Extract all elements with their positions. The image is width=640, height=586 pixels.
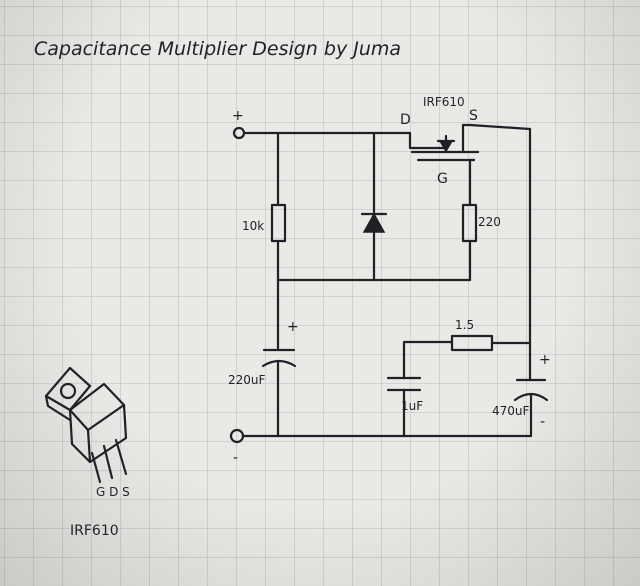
part-label: IRF610 [70, 523, 119, 539]
diagram-title: Capacitance Multiplier Design by Juma [34, 38, 401, 60]
resistor-1-5 [450, 334, 494, 352]
r3-left-wire [402, 340, 454, 380]
resistor-220 [461, 203, 478, 243]
drain-label: D [400, 112, 411, 128]
c3-plus-label: + [539, 352, 551, 368]
c3-minus-label: - [540, 414, 545, 430]
source-label: S [469, 108, 478, 124]
minus-label: - [233, 450, 238, 466]
r2-label: 220 [478, 215, 501, 229]
diode [360, 131, 388, 282]
input-terminal-negative [229, 428, 245, 444]
c3-label: 470uF [492, 404, 530, 418]
mosfet-label: IRF610 [423, 95, 465, 109]
c2-label: 1uF [401, 399, 423, 413]
drain-wire [408, 131, 447, 150]
r1-label: 10k [242, 219, 264, 233]
mosfet-irf610 [410, 123, 532, 207]
c1-label: 220uF [228, 373, 266, 387]
capacitor-1uf [386, 376, 422, 392]
gate-label: G [437, 171, 448, 187]
plus-label: + [232, 108, 244, 124]
pinout-label: G D S [96, 485, 130, 499]
c1-plus-label: + [287, 319, 299, 335]
resistor-10k [270, 203, 287, 243]
input-terminal-positive [232, 126, 246, 140]
irf610-package-sketch [44, 366, 128, 484]
r3-label: 1.5 [455, 318, 474, 332]
